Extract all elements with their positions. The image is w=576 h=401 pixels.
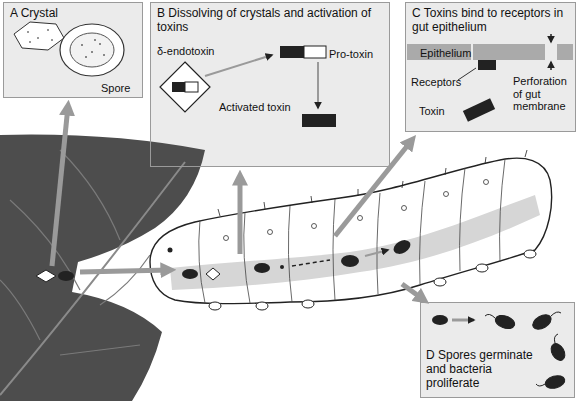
part-label: Activated toxin bbox=[219, 101, 291, 114]
crystal-mini bbox=[36, 270, 56, 282]
panel-box: A CrystalSpore bbox=[3, 2, 143, 98]
panel-title: B Dissolving of crystals and activation … bbox=[157, 7, 383, 35]
caterpillar bbox=[150, 150, 552, 310]
part-label: Perforation of gut membrane bbox=[513, 75, 573, 113]
panel-ground bbox=[420, 302, 575, 398]
part-label: Pro-toxin bbox=[329, 48, 373, 61]
panel-ground bbox=[3, 2, 143, 97]
gut-epithelium-figure bbox=[407, 34, 573, 122]
part-label: Receptors bbox=[411, 76, 461, 89]
flow-arrows bbox=[52, 106, 424, 300]
spore-mini bbox=[58, 271, 74, 281]
part-label: δ-endotoxin bbox=[157, 45, 215, 58]
part-label: Epithelium bbox=[420, 47, 471, 60]
panel-title: A Crystal bbox=[10, 7, 58, 21]
panel-ground bbox=[150, 2, 390, 167]
panel-box: B Dissolving of crystals and activation … bbox=[150, 2, 390, 167]
part-label: Spore bbox=[101, 82, 130, 95]
panel-ground bbox=[405, 2, 575, 132]
panel-title: D Spores germinate and bacteria prolifer… bbox=[426, 349, 538, 390]
toxin-activation-figure bbox=[160, 46, 336, 127]
panel-title: C Toxins bind to receptors in gut epithe… bbox=[412, 7, 570, 35]
part-label: Toxin bbox=[419, 105, 445, 118]
panel-box: D Spores germinate and bacteria prolifer… bbox=[420, 302, 575, 398]
panel-box: C Toxins bind to receptors in gut epithe… bbox=[405, 2, 576, 132]
crystal-spore-figure bbox=[14, 22, 124, 76]
